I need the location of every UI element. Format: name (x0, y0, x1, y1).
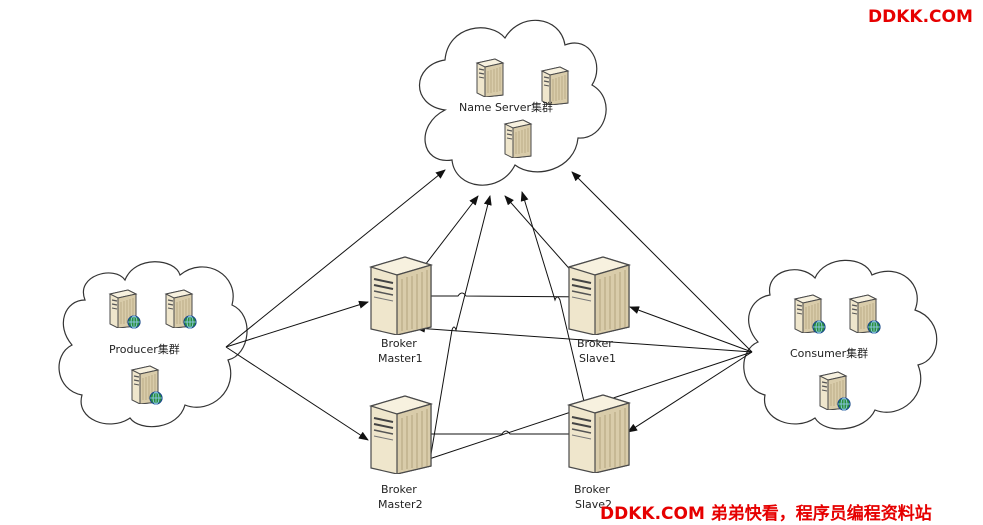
name-server-cloud (419, 19, 607, 186)
broker-slave1-label-line1: Broker (577, 337, 613, 350)
broker-slave1-server-icon (567, 255, 631, 335)
producer-server-icon (132, 366, 162, 404)
connection-lines (225, 169, 753, 463)
broker-master1-server-icon (369, 255, 433, 335)
consumer-server-icon (820, 372, 850, 410)
master2-to-nameserver-arrow (429, 195, 492, 461)
broker-slave2-server-icon (567, 393, 631, 473)
watermark-top: DDKK.COM (868, 7, 973, 27)
consumer-to-master1-arrow (415, 324, 753, 353)
name-server-icon (476, 58, 504, 97)
producer-to-master1-arrow (225, 300, 369, 348)
broker-slave2-label-line1: Broker (574, 483, 610, 496)
master2-to-slave2-arrow (402, 430, 601, 438)
broker-master1-label-line1: Broker (381, 337, 417, 350)
broker-master1-label-line2: Master1 (378, 352, 423, 365)
producer-cloud (58, 261, 248, 428)
name-server-icon (504, 119, 532, 158)
consumer-to-nameserver-arrow (571, 171, 753, 353)
producer-server-icon (110, 290, 140, 328)
watermark-bottom: DDKK.COM 弟弟快看，程序员编程资料站 (600, 503, 932, 524)
producer-to-master2-arrow (225, 346, 369, 441)
consumer-to-slave2-arrow (627, 351, 753, 433)
name-server-icon (541, 66, 569, 105)
producer-cluster-label: Producer集群 (109, 342, 180, 356)
consumer-server-icon (795, 295, 825, 333)
master1-to-slave1-arrow (402, 292, 601, 301)
name-server-cluster-label: Name Server集群 (459, 100, 553, 114)
consumer-to-slave1-arrow (629, 306, 753, 353)
producer-server-icon (166, 290, 196, 328)
broker-master2-label-line2: Master2 (378, 498, 423, 511)
consumer-cloud (743, 259, 938, 430)
consumer-cluster-label: Consumer集群 (790, 346, 868, 360)
broker-slave1-label-line2: Slave1 (579, 352, 616, 365)
producer-to-nameserver-arrow (225, 169, 446, 348)
broker-master2-server-icon (369, 394, 433, 474)
consumer-server-icon (850, 295, 880, 333)
broker-master2-label-line1: Broker (381, 483, 417, 496)
broker-slave2-label-line2: Slave2 (575, 498, 612, 511)
